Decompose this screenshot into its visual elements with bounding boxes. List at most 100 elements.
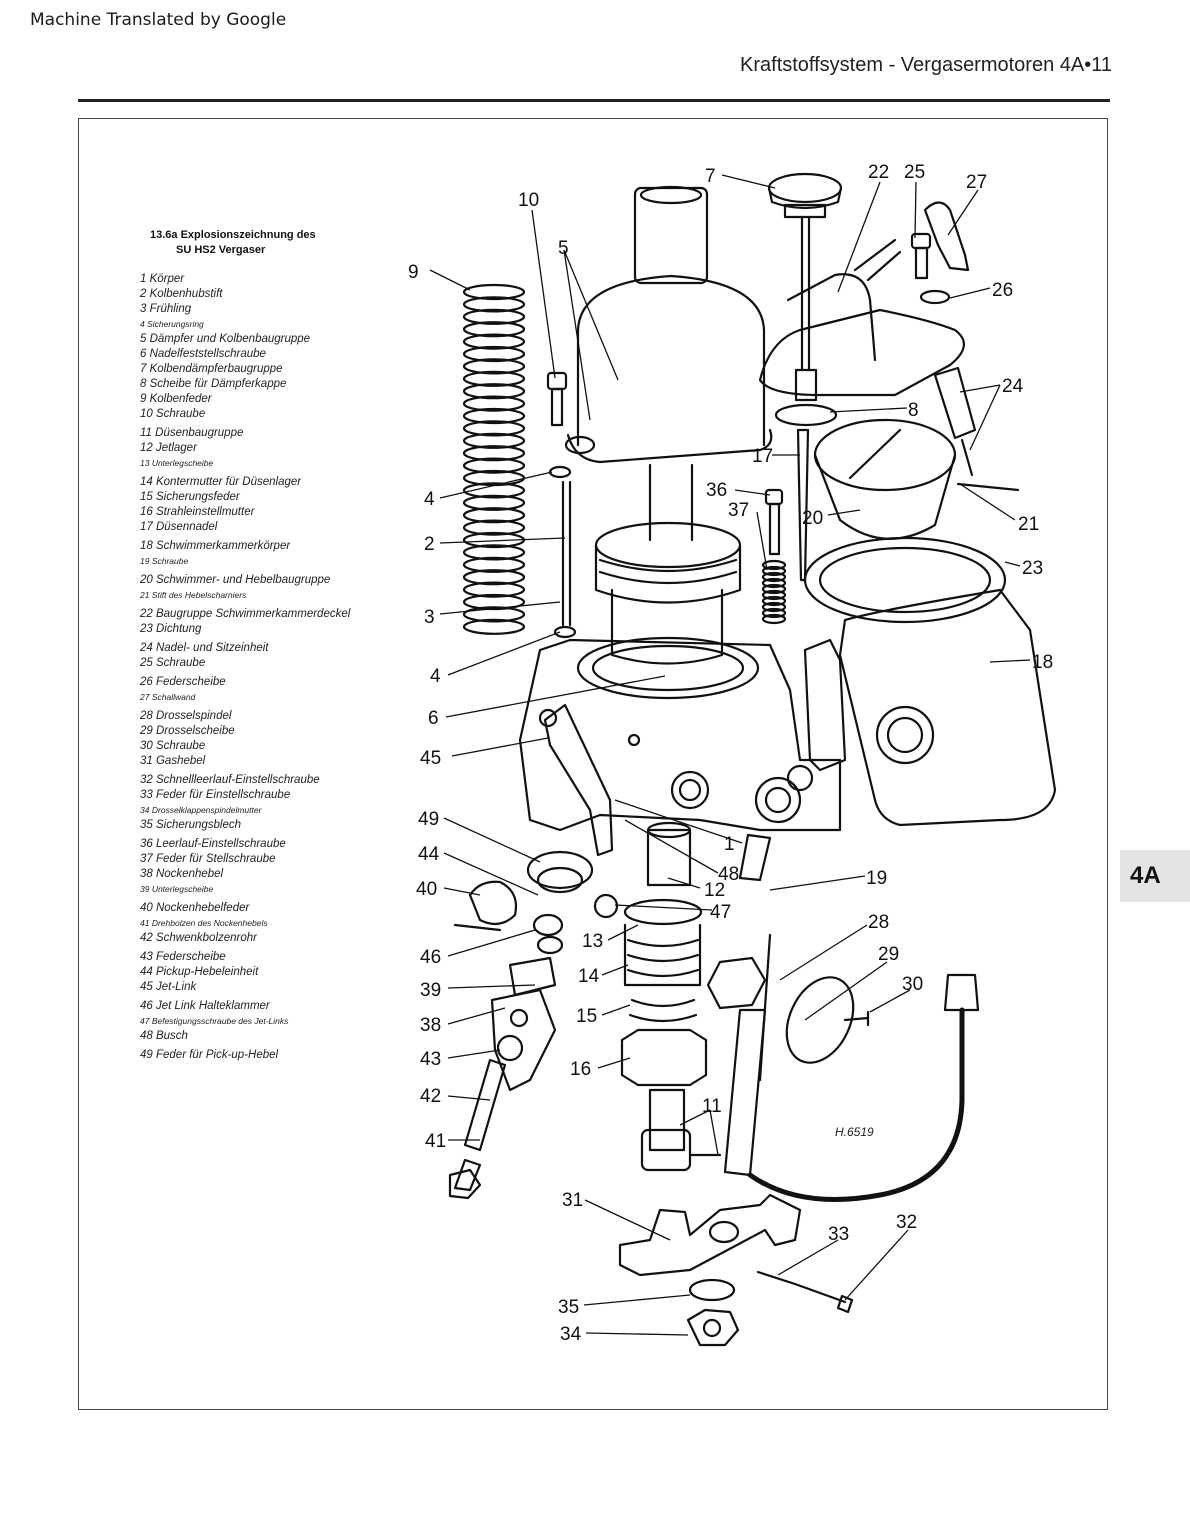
lock-washer — [688, 1278, 736, 1302]
legend-item-28: 28 Drosselspindel — [140, 710, 232, 722]
callout-23: 23 — [1022, 558, 1043, 579]
callout-43: 43 — [420, 1049, 441, 1070]
callout-13: 13 — [582, 931, 603, 952]
spring-coil — [462, 494, 526, 511]
damper-cap — [767, 172, 843, 427]
float — [813, 418, 1020, 540]
legend-item-30: 30 Schraube — [140, 740, 206, 752]
callout-2: 2 — [424, 534, 435, 555]
throttle-spindle — [706, 933, 772, 1177]
spring-coil — [462, 507, 526, 524]
callout-33: 33 — [828, 1224, 849, 1245]
legend-item-45: 45 Jet-Link — [140, 981, 197, 993]
legend-item-19: 19 Schraube — [140, 556, 189, 566]
figure-caption: 13.6a Explosionszeichnung des SU HS2 Ver… — [150, 228, 380, 258]
spring-coil — [462, 556, 526, 573]
legend-item-44: 44 Pickup-Hebeleinheit — [140, 966, 259, 978]
spring-coil — [761, 583, 787, 595]
callout-48: 48 — [718, 864, 739, 885]
spring-coil — [462, 482, 526, 499]
machine-translation-banner: Machine Translated by Google — [30, 10, 287, 30]
callout-49: 49 — [418, 809, 439, 830]
callout-44: 44 — [418, 844, 440, 865]
legend-item-40: 40 Nockenhebelfeder — [140, 902, 250, 914]
pickup-lever-stack — [448, 850, 594, 1200]
spring-coil — [761, 559, 787, 571]
legend-item-9: 9 Kolbenfeder — [140, 393, 212, 405]
spring-coil — [462, 296, 526, 313]
legend-item-41: 41 Drehbolzen des Nockenhebels — [140, 918, 268, 928]
callout-7: 7 — [705, 166, 716, 187]
legend-item-47: 47 Befestigungsschraube des Jet-Links — [140, 1016, 289, 1026]
screw-30 — [843, 1010, 870, 1027]
legend-item-1: 1 Körper — [140, 273, 185, 285]
callout-1: 1 — [724, 834, 735, 855]
spring-coil — [462, 370, 526, 387]
spring-coil — [761, 571, 787, 583]
legend-item-16: 16 Strahleinstellmutter — [140, 506, 255, 518]
callout-32: 32 — [896, 1212, 917, 1233]
callout-17: 17 — [752, 446, 773, 467]
running-header: Kraftstoffsystem - Vergasermotoren 4A•11 — [740, 54, 1112, 76]
callout-45: 45 — [420, 748, 441, 769]
callout-27: 27 — [966, 172, 987, 193]
callout-24: 24 — [1002, 376, 1024, 397]
carburetor-body — [518, 636, 847, 832]
legend-item-34: 34 Drosselklappenspindelmutter — [140, 805, 262, 815]
caption-line-1: 13.6a Explosionszeichnung des — [150, 229, 316, 241]
callout-4-lower: 4 — [430, 666, 441, 687]
legend-item-13: 13 Unterlegscheibe — [140, 458, 214, 468]
jet-link-screw — [593, 893, 619, 919]
callout-28: 28 — [868, 912, 889, 933]
legend-item-46: 46 Jet Link Halteklammer — [140, 1000, 270, 1012]
legend-item-27: 27 Schallwand — [140, 692, 196, 702]
callout-6: 6 — [428, 708, 439, 729]
throttle-lever — [618, 1193, 802, 1277]
spring-coil — [462, 519, 526, 536]
spring-coil — [462, 606, 526, 623]
legend-item-29: 29 Drosselscheibe — [140, 725, 235, 737]
damper-dome — [564, 185, 773, 542]
legend-item-26: 26 Federscheibe — [140, 676, 226, 688]
jet-needle — [796, 428, 810, 582]
legend-item-37: 37 Feder für Stellschraube — [140, 853, 276, 865]
legend-item-18: 18 Schwimmerkammerkörper — [140, 540, 291, 552]
legend-item-39: 39 Unterlegscheibe — [140, 884, 214, 894]
callout-39: 39 — [420, 980, 441, 1001]
legend-item-43: 43 Federscheibe — [140, 951, 226, 963]
legend-item-7: 7 Kolbendämpferbaugruppe — [140, 363, 283, 375]
spring-coil — [462, 457, 526, 474]
callout-37: 37 — [728, 500, 749, 521]
spring-coil — [462, 544, 526, 561]
legend-item-48: 48 Busch — [140, 1030, 188, 1042]
piston — [594, 521, 742, 665]
legend-item-22: 22 Baugruppe Schwimmerkammerdeckel — [140, 608, 351, 620]
spring-coil — [462, 308, 526, 325]
legend-item-8: 8 Scheibe für Dämpferkappe — [140, 378, 287, 390]
legend-item-3: 3 Frühling — [140, 303, 192, 315]
spring-coil — [462, 569, 526, 586]
spring-coil — [462, 445, 526, 462]
idle-spring — [761, 559, 787, 625]
callout-9: 9 — [408, 262, 419, 283]
screw-19 — [738, 833, 772, 882]
chapter-tab-label: 4A — [1130, 862, 1161, 889]
legend-item-31: 31 Gashebel — [140, 755, 206, 767]
spring-coil — [462, 618, 526, 635]
callout-38: 38 — [420, 1015, 441, 1036]
fuel-hose — [747, 1007, 965, 1202]
throttle-disc — [785, 976, 855, 1064]
legend-item-36: 36 Leerlauf-Einstellschraube — [140, 838, 286, 850]
chapter-tab: 4A — [1120, 850, 1190, 902]
callout-8: 8 — [908, 400, 919, 421]
spring-coil — [761, 613, 787, 625]
spring-coil — [462, 395, 526, 412]
callout-19: 19 — [866, 868, 887, 889]
hose-fitting — [943, 973, 980, 1012]
fast-idle-spring — [756, 1270, 797, 1286]
callout-34: 34 — [560, 1324, 582, 1345]
legend-item-11: 11 Düsenbaugruppe — [140, 427, 244, 439]
legend-item-15: 15 Sicherungsfeder — [140, 491, 240, 503]
legend-item-12: 12 Jetlager — [140, 442, 197, 454]
